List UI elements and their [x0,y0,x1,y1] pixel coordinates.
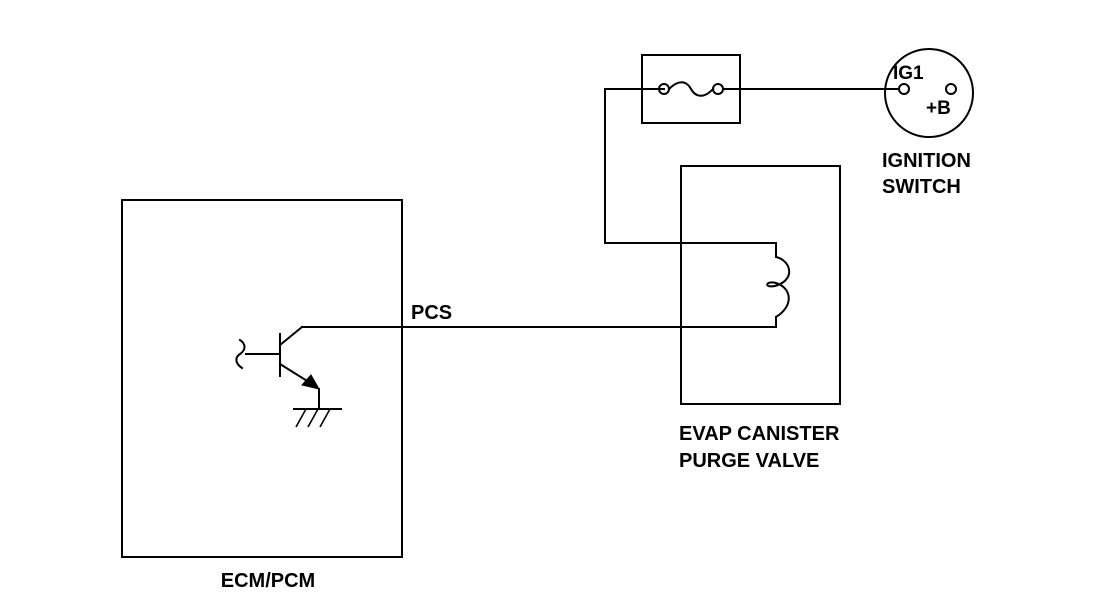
ignition-switch-body [884,48,974,138]
solenoid-coil-icon [766,242,790,319]
emitter-arrow-icon [301,374,321,390]
evap-purge-valve-label-line1: EVAP CANISTER [679,423,840,445]
ignition-switch-label-line1: IGNITION [882,150,971,172]
ignition-switch-label-line2: SWITCH [882,176,961,198]
plus-b-label: +B [926,98,951,119]
coil-feed-wire [604,88,777,244]
fuse-icon [658,81,724,97]
ig1-label: IG1 [893,63,924,84]
pcs-label: PCS [411,302,452,324]
evap-purge-valve-label-line2: PURGE VALVE [679,450,819,472]
ig1-terminal-icon [898,83,910,95]
transistor-symbol [235,325,321,390]
evap-purge-valve-box [680,165,841,405]
ground-icon [293,388,342,428]
ecm-pcm-box [121,199,403,558]
plus-b-terminal-icon [945,83,957,95]
pcs-wire [301,316,777,328]
ecm-pcm-label: ECM/PCM [221,570,315,592]
